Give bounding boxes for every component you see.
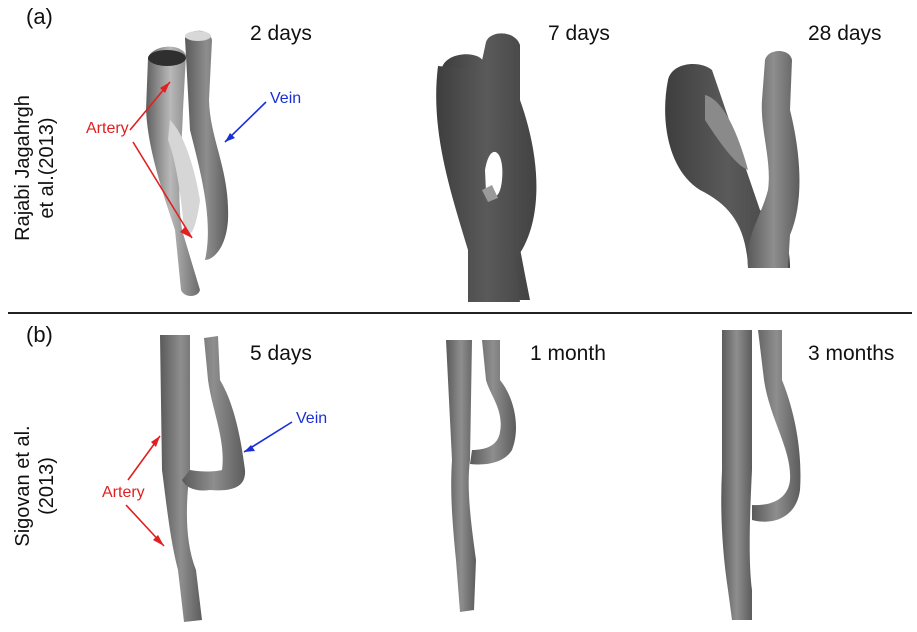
panel-a-study-label: Rajabi Jagahrgh et al.(2013): [11, 83, 59, 253]
model-a-2days: [146, 31, 228, 296]
panel-b-label: (b): [26, 322, 53, 348]
model-a-28days: [665, 51, 799, 268]
panel-a-time-3: 28 days: [808, 22, 882, 46]
panel-b-study-label: Sigovan et al. (2013): [11, 411, 59, 561]
panel-b-artery-label: Artery: [102, 484, 145, 502]
panel-a-artery-label: Artery: [86, 120, 129, 138]
panel-b-time-3: 3 months: [808, 342, 894, 366]
panel-b-time-1: 5 days: [250, 342, 312, 366]
panel-a-study-line-1: Rajabi Jagahrgh: [11, 83, 35, 253]
panel-a-label: (a): [26, 4, 53, 30]
model-a-7days: [436, 33, 536, 302]
arrow-artery-b-upper: [128, 436, 160, 480]
panel-b-time-2: 1 month: [530, 342, 606, 366]
panel-b-study-line-1: Sigovan et al.: [11, 411, 35, 561]
arrow-artery-b-lower: [126, 505, 164, 546]
panel-b-vein-label: Vein: [296, 410, 327, 428]
panel-a-study-line-2: et al.(2013): [35, 83, 59, 253]
model-b-5days: [160, 335, 245, 622]
arrow-vein-a: [225, 102, 266, 142]
panel-a-time-2: 7 days: [548, 22, 610, 46]
model-b-1month: [446, 340, 516, 612]
panel-a-vein-label: Vein: [270, 90, 301, 108]
model-b-3months: [721, 330, 800, 620]
panel-b-study-line-2: (2013): [35, 411, 59, 561]
arrow-vein-b: [244, 422, 292, 452]
panel-a-time-1: 2 days: [250, 22, 312, 46]
